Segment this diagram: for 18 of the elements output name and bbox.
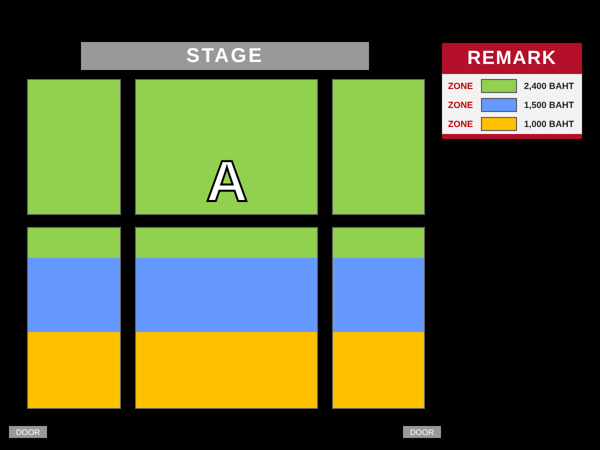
zone-label: ZONE (448, 100, 474, 110)
seating-block (27, 227, 121, 409)
stage: STAGE (81, 42, 369, 70)
seating-block (27, 79, 121, 215)
door: DOOR (9, 426, 47, 438)
legend-text: 1,500 BAHT (524, 100, 574, 110)
legend-text: 2,400 BAHT (524, 81, 574, 91)
legend-title: REMARK (442, 43, 582, 74)
seating-block (332, 79, 425, 215)
seating-block (332, 227, 425, 409)
legend-text: 1,000 BAHT (524, 119, 574, 129)
seating-block (135, 79, 318, 215)
legend-panel (442, 43, 582, 139)
door: DOOR (403, 426, 441, 438)
zone-label: ZONE (448, 81, 474, 91)
zone-letter: A (206, 158, 248, 206)
zone-label: ZONE (448, 119, 474, 129)
seating-block (135, 227, 318, 409)
